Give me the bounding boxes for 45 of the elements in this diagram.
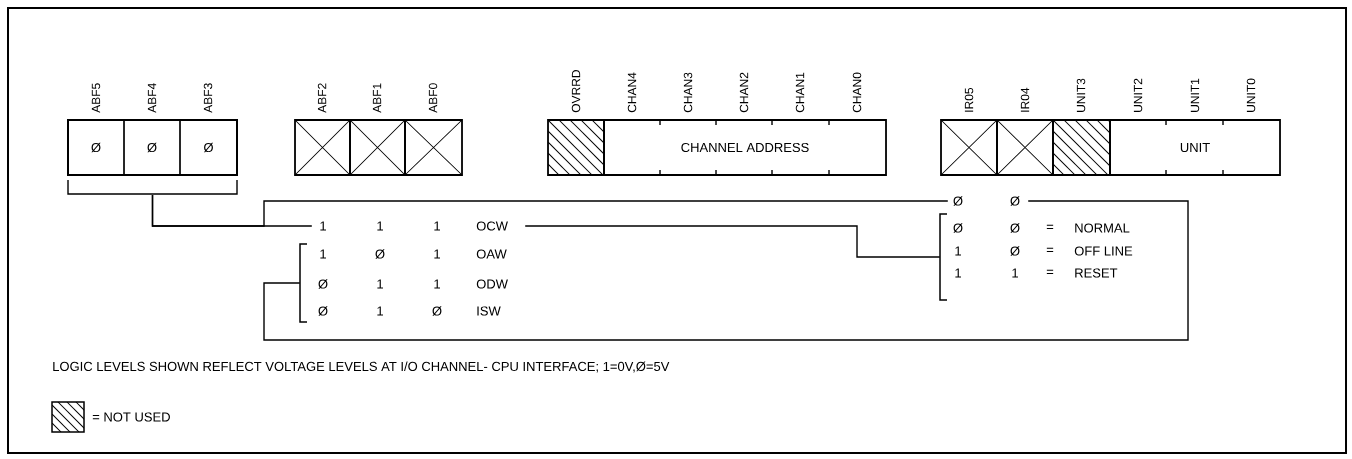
crossed-bit-cell <box>349 119 406 176</box>
bit-label: ABF5 <box>91 83 101 113</box>
hatched-bit-cell <box>1052 119 1111 176</box>
table-row: Ø Ø <box>953 196 1020 206</box>
bit-label: ABF1 <box>372 83 382 113</box>
crossed-bit-cell <box>294 119 351 176</box>
bit-label: UNIT0 <box>1246 78 1256 112</box>
register-field: UNIT <box>1109 119 1281 176</box>
note: LOGIC LEVELS SHOWN REFLECT VOLTAGE LEVELS AT I/O CHANNEL- CPU INTERFACE; 1=0V,Ø=5V <box>53 361 670 373</box>
crossed-bit-cell <box>404 119 463 176</box>
bracket <box>939 213 948 301</box>
bit-label: OVRRD <box>571 70 581 113</box>
bit-label: ABF2 <box>317 83 327 113</box>
legend-text: = NOT USED <box>92 412 170 422</box>
bit-label: ABF4 <box>147 83 157 113</box>
connector-line <box>151 194 949 227</box>
bit-label: UNIT3 <box>1076 78 1086 112</box>
table-row: Ø 1 1 ODW <box>318 279 508 289</box>
table-row: Ø 1 Ø ISW <box>318 306 501 316</box>
bit-cell: Ø <box>179 119 238 176</box>
bit-label: UNIT1 <box>1190 78 1200 112</box>
register-field: CHANNEL ADDRESS <box>603 119 887 176</box>
connector-line <box>263 200 1189 341</box>
bit-label: CHAN2 <box>739 72 749 113</box>
bracket <box>299 243 308 323</box>
table-row: 1 Ø 1 OAW <box>320 249 507 259</box>
bit-label: CHAN1 <box>795 72 805 113</box>
bit-cell: Ø <box>123 119 181 176</box>
bit-label: ABF3 <box>203 83 213 113</box>
table-row: 1 1 1 OCW <box>320 221 508 231</box>
bit-cell: Ø <box>67 119 125 176</box>
bit-label: ABF0 <box>428 83 438 113</box>
crossed-bit-cell <box>940 119 998 176</box>
bit-label: CHAN0 <box>852 72 862 113</box>
bit-label: IR04 <box>1020 87 1030 112</box>
bit-label: UNIT2 <box>1133 78 1143 112</box>
table-row: 1 Ø = OFF LINE <box>955 246 1133 256</box>
bit-label: CHAN4 <box>627 72 637 113</box>
bit-label: IR05 <box>964 87 974 112</box>
crossed-bit-cell <box>996 119 1054 176</box>
table-row: Ø Ø = NORMAL <box>953 223 1130 233</box>
hatched-bit-cell <box>547 119 605 176</box>
table-row: 1 1 = RESET <box>955 268 1118 278</box>
bit-label: CHAN3 <box>683 72 693 113</box>
connector-line <box>524 225 941 258</box>
